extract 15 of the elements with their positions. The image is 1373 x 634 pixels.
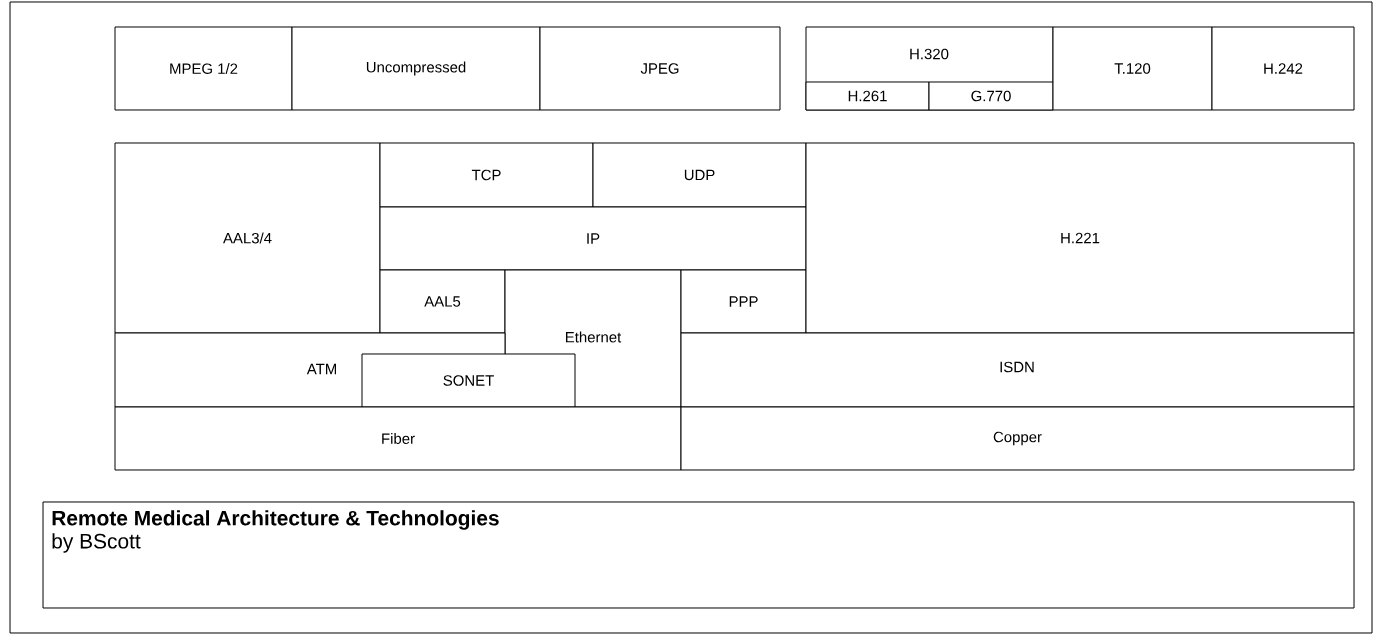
protocol-box: H.261 bbox=[805, 81, 930, 111]
protocol-box: TCP bbox=[379, 142, 594, 208]
protocol-box: UDP bbox=[592, 142, 807, 208]
protocol-box: Copper bbox=[680, 406, 1355, 471]
protocol-box: AAL5 bbox=[379, 269, 506, 334]
protocol-box: G.770 bbox=[928, 81, 1054, 111]
title-box: Remote Medical Architecture & Technologies by BScott bbox=[42, 501, 1355, 609]
protocol-box: AAL3/4 bbox=[114, 142, 381, 334]
protocol-box: H.242 bbox=[1211, 26, 1355, 111]
protocol-box: SONET bbox=[361, 353, 576, 408]
protocol-box: T.120 bbox=[1052, 26, 1213, 111]
protocol-box: Uncompressed bbox=[291, 26, 541, 111]
protocol-box: MPEG 1/2 bbox=[114, 26, 293, 111]
protocol-box: JPEG bbox=[539, 26, 781, 111]
protocol-box: PPP bbox=[680, 269, 807, 334]
